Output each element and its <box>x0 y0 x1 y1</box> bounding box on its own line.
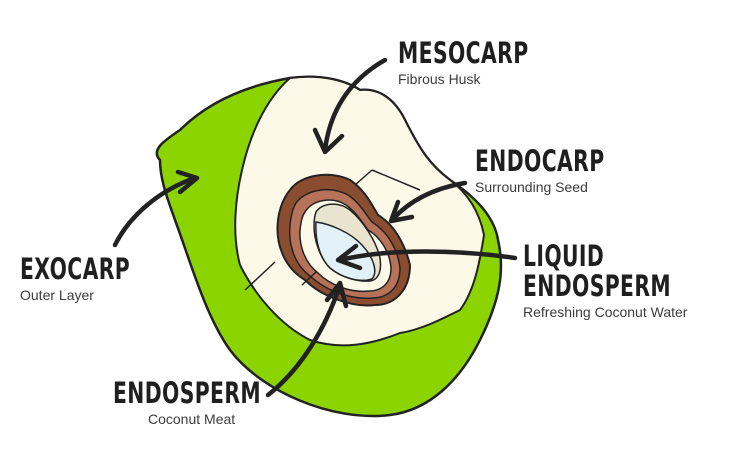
label-liquid-endosperm: LIQUID ENDOSPERM Refreshing Coconut Wate… <box>523 241 713 320</box>
arrow-liquid-endosperm <box>337 249 518 263</box>
label-mesocarp-subtitle: Fibrous Husk <box>398 71 481 87</box>
arrow-endocarp <box>389 180 468 223</box>
arrowhead-exocarp <box>175 169 200 195</box>
label-endosperm-title: ENDOSPERM <box>113 376 262 410</box>
arrow-exocarp <box>112 175 198 248</box>
label-endocarp: ENDOCARP Surrounding Seed <box>475 146 641 195</box>
mesocarp-cut-line <box>354 169 373 186</box>
arrowhead-liquid-endosperm <box>335 243 363 271</box>
label-endocarp-title: ENDOCARP <box>475 144 605 178</box>
arrowhead-mesocarp <box>312 127 345 155</box>
label-liquid-endosperm-title-line2: ENDOSPERM <box>523 269 672 303</box>
arrowhead-endocarp <box>388 199 415 224</box>
label-endosperm-subtitle: Coconut Meat <box>148 411 236 427</box>
mesocarp-cut-line <box>371 169 421 191</box>
arrow-endosperm <box>265 282 343 398</box>
label-exocarp-subtitle: Outer Layer <box>20 287 94 303</box>
label-mesocarp: MESOCARP Fibrous Husk <box>398 38 565 87</box>
label-exocarp-title: EXOCARP <box>20 252 131 286</box>
label-liquid-endosperm-subtitle: Refreshing Coconut Water <box>523 304 688 320</box>
cut-line <box>301 271 317 286</box>
label-liquid-endosperm-title-line1: LIQUID <box>523 239 605 273</box>
label-mesocarp-title: MESOCARP <box>398 36 529 70</box>
mesocarp-cut-line <box>244 261 276 291</box>
label-endosperm: ENDOSPERM Coconut Meat <box>113 378 303 427</box>
arrowhead-endosperm <box>324 280 349 309</box>
arrow-mesocarp <box>322 57 388 153</box>
label-endocarp-subtitle: Surrounding Seed <box>475 179 588 195</box>
label-exocarp: EXOCARP Outer Layer <box>20 254 161 303</box>
